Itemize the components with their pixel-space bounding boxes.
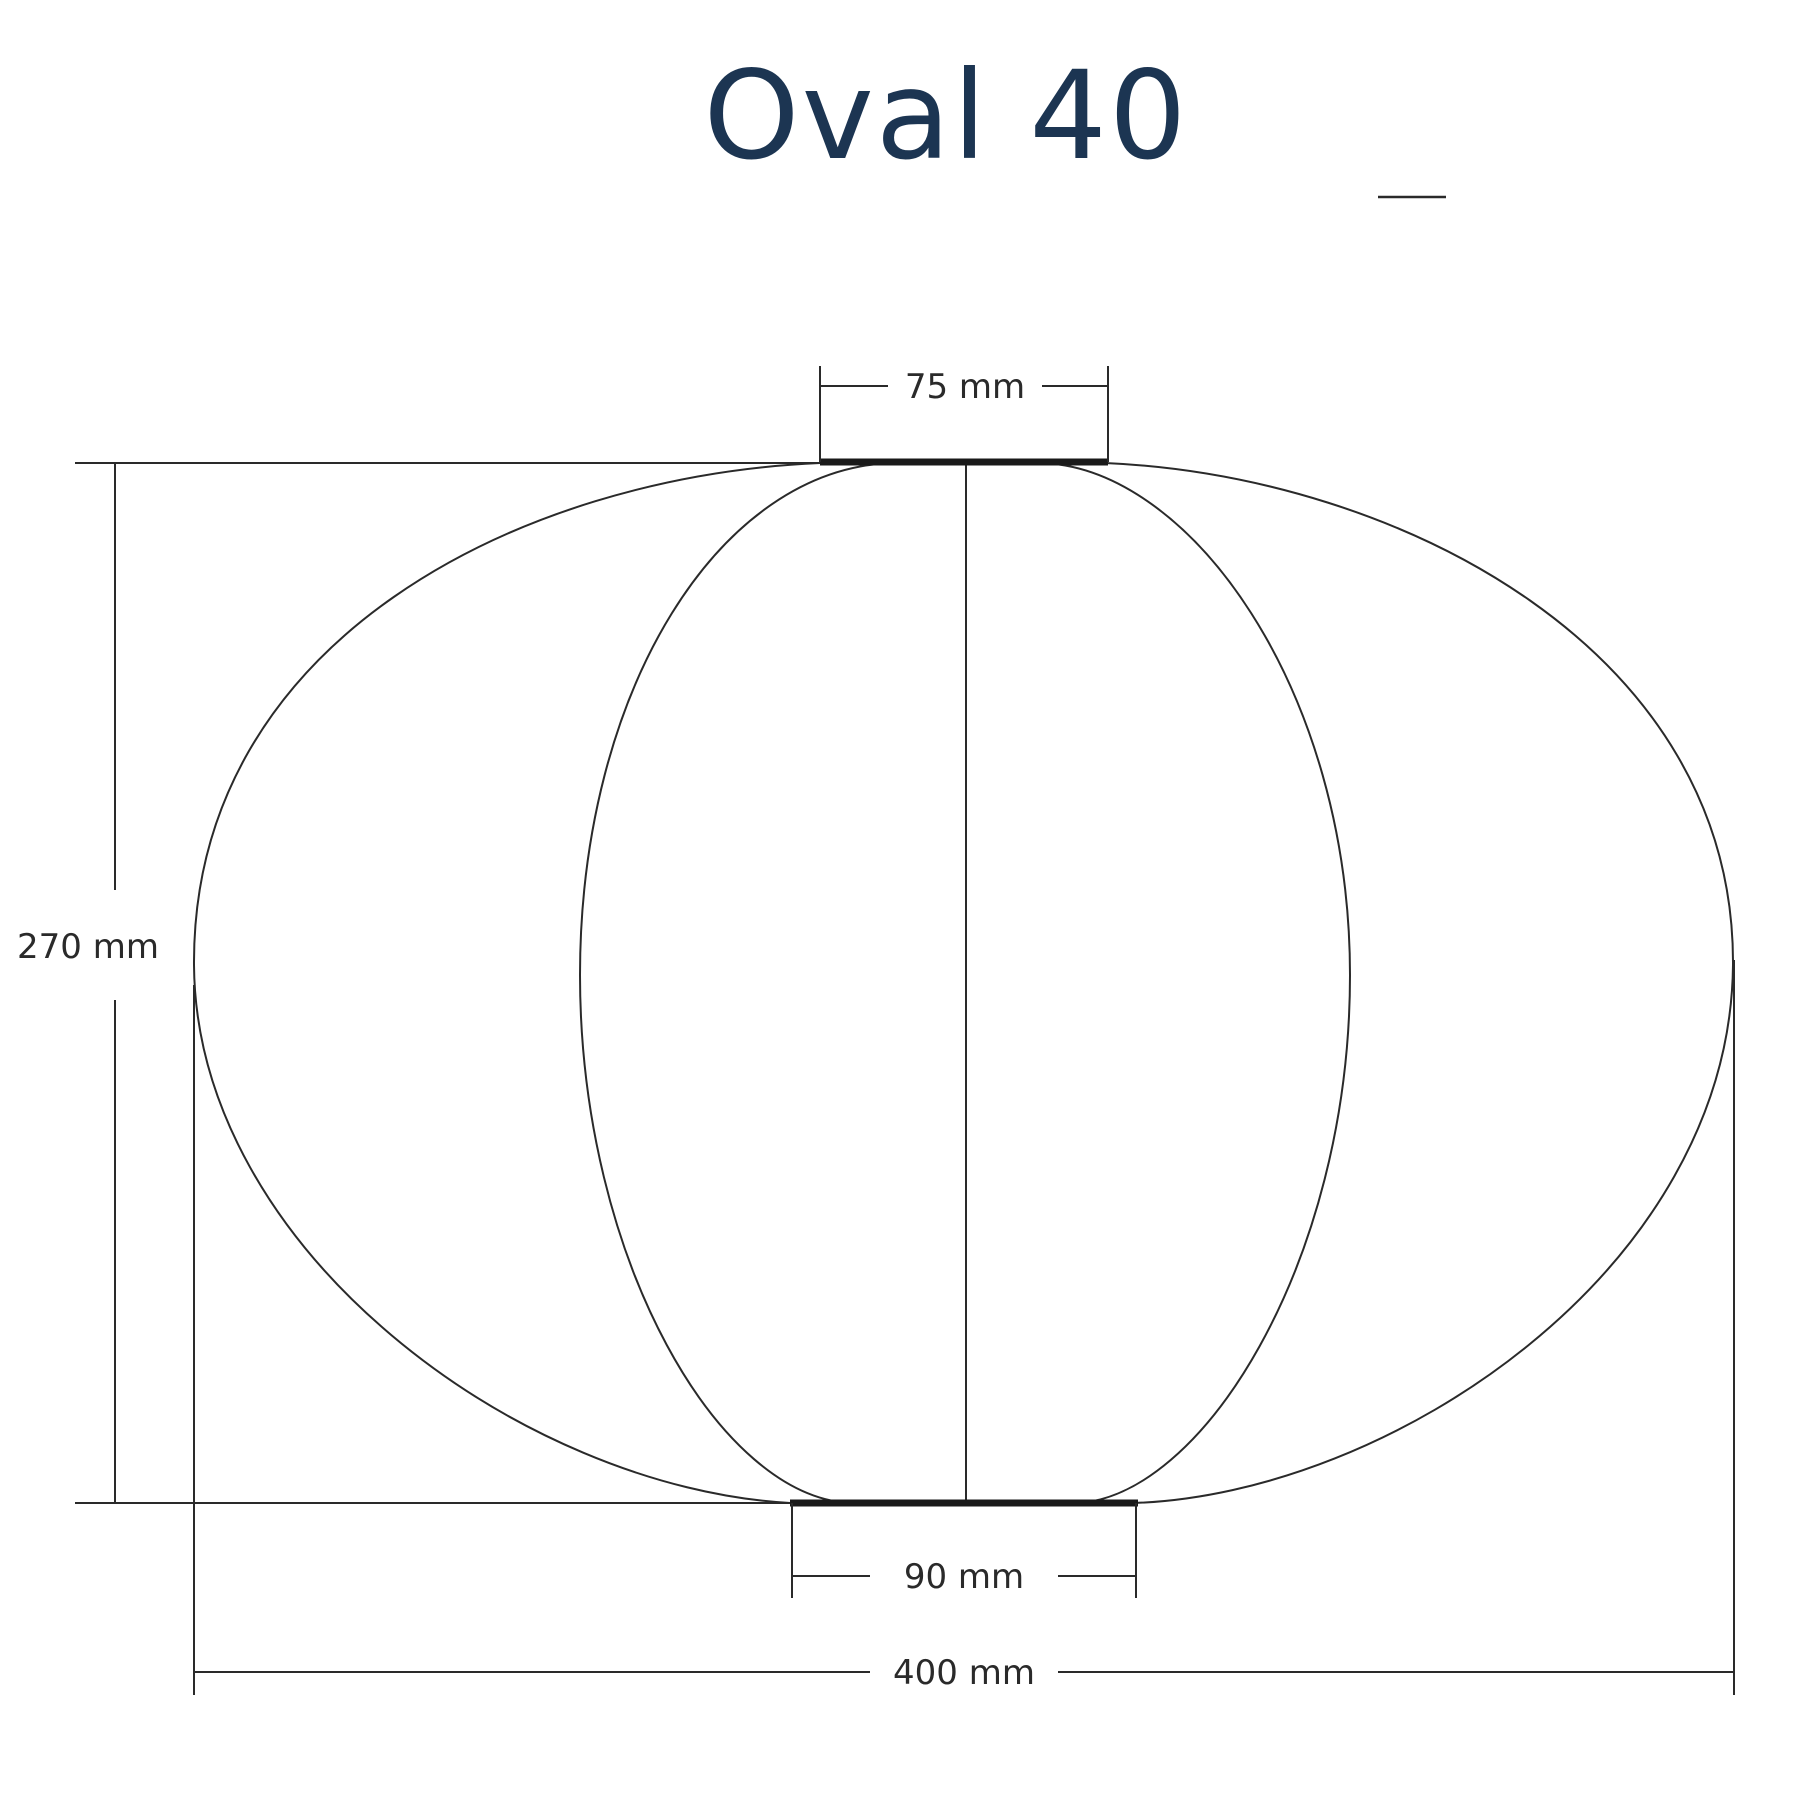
- outer-oval-right: [1104, 462, 1735, 1504]
- dimension-bottom-ring: [791, 1503, 1137, 1598]
- bottom-ring-label: 90 mm: [904, 1557, 1024, 1597]
- dimension-top-ring: [819, 366, 1109, 462]
- width-label: 400 mm: [893, 1653, 1035, 1693]
- dimension-width: [193, 960, 1735, 1695]
- inner-rib-right: [1039, 462, 1352, 1504]
- inner-rib-left: [578, 462, 896, 1504]
- dimension-height: [75, 462, 820, 1504]
- outer-oval-left: [192, 462, 821, 1504]
- height-label: 270 mm: [17, 927, 159, 967]
- top-ring-label: 75 mm: [905, 367, 1025, 407]
- lamp-frame: [192, 458, 1735, 1507]
- page-title: Oval 40: [704, 45, 1189, 187]
